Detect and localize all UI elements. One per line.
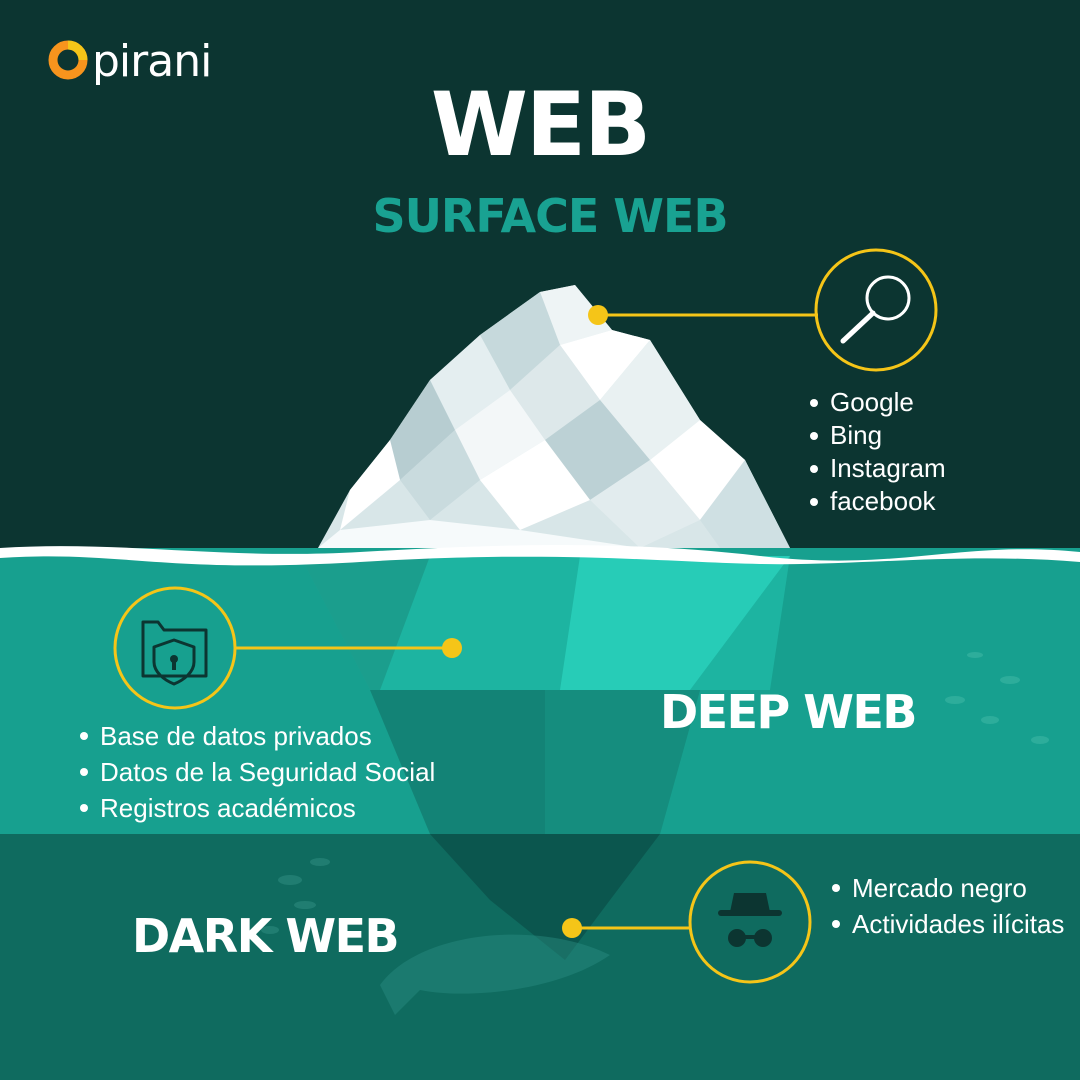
list-item: Base de datos privados	[78, 718, 435, 754]
pirani-logo-icon	[48, 40, 88, 80]
list-item: Mercado negro	[830, 870, 1070, 906]
incognito-icon	[688, 860, 812, 984]
dark-connector	[562, 918, 690, 938]
surface-web-list: Google Bing Instagram facebook	[808, 386, 946, 518]
list-item: Bing	[808, 419, 946, 452]
deep-web-list: Base de datos privados Datos de la Segur…	[78, 718, 435, 826]
list-item: Datos de la Seguridad Social	[78, 754, 435, 790]
iceberg-tip	[318, 285, 790, 548]
deep-connector	[236, 638, 462, 658]
brand-logo-text: pirani	[92, 36, 212, 87]
fish-decoration	[261, 652, 1049, 934]
surface-web-heading: SURFACE WEB	[372, 189, 728, 243]
iceberg-underwater	[300, 556, 790, 1015]
list-item: Instagram	[808, 452, 946, 485]
dark-web-heading: DARK WEB	[132, 909, 400, 963]
waterline	[0, 545, 1080, 566]
list-item: Actividades ilícitas	[830, 906, 1070, 942]
list-item: facebook	[808, 485, 946, 518]
deep-web-heading: DEEP WEB	[660, 685, 917, 739]
magnifier-icon	[814, 248, 938, 372]
list-item: Google	[808, 386, 946, 419]
shield-folder-icon	[113, 586, 237, 710]
page-title: WEB	[430, 73, 651, 176]
dark-web-list: Mercado negro Actividades ilícitas	[830, 870, 1070, 942]
surface-connector	[588, 305, 818, 325]
list-item: Registros académicos	[78, 790, 435, 826]
